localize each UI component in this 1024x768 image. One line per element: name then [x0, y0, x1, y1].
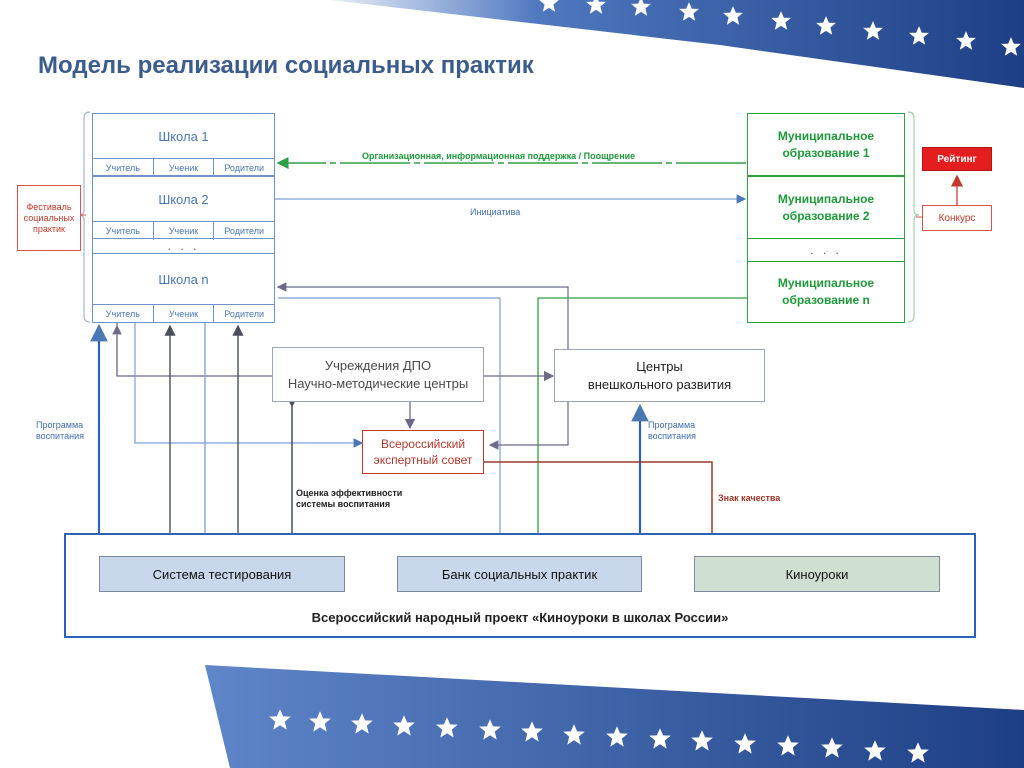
school-n-role-parents: Родители	[214, 304, 275, 323]
evaluation-label: Оценка эффективности системы воспитания	[296, 488, 403, 509]
right-bracket	[907, 111, 920, 323]
dpo-line2: Научно-методические центры	[287, 375, 469, 391]
school-n-box[interactable]: Школа n Учитель Ученик Родители	[92, 253, 275, 323]
municipalities-ellipsis: . . .	[747, 239, 905, 261]
rating-box: Рейтинг	[922, 147, 992, 171]
centers-box[interactable]: Центры внешкольного развития	[554, 349, 765, 402]
contest-box: Конкурс	[922, 205, 992, 231]
school-2-name: Школа 2	[158, 191, 209, 207]
program-right-label: Программа воспитания	[648, 420, 696, 441]
centers-line2: внешкольного развития	[587, 376, 732, 392]
quality-label: Знак качества	[718, 493, 781, 503]
muni-to-bank-arrow	[532, 297, 747, 557]
initiative-label: Инициатива	[470, 207, 521, 217]
school-1-box[interactable]: Школа 1 Учитель Ученик Родители	[92, 113, 275, 177]
kinouroki-box[interactable]: Киноуроки	[694, 556, 940, 592]
municipality-2-box[interactable]: Муниципальное образование 2	[747, 176, 905, 239]
bank-to-school-arrow	[278, 297, 501, 553]
project-title: Всероссийский народный проект «Киноуроки…	[311, 609, 729, 625]
school-1-role-parents: Родители	[214, 158, 275, 177]
festival-label: Фестиваль социальных практик	[23, 201, 75, 234]
school-2-role-parents: Родители	[214, 221, 275, 240]
municipality-n-box[interactable]: Муниципальное образование n	[747, 261, 905, 323]
centers-to-school-arrow	[276, 282, 569, 350]
school-n-role-student: Ученик	[153, 304, 215, 323]
centers-line1: Центры	[636, 358, 683, 374]
quality-arrow	[484, 461, 718, 555]
school-1-role-teacher: Учитель	[93, 158, 154, 177]
dpo-box[interactable]: Учреждения ДПО Научно-методические центр…	[272, 347, 484, 402]
dpo-line1: Учреждения ДПО	[324, 357, 432, 373]
council-line2: экспертный совет	[373, 453, 473, 467]
teacher-to-dpo-line	[116, 322, 272, 377]
school-n-name: Школа n	[158, 271, 209, 287]
school-2-role-teacher: Учитель	[93, 221, 154, 240]
centers-to-council-arrow	[488, 402, 569, 450]
program-left-label: Программа воспитания	[36, 420, 84, 441]
council-line1: Всероссийский	[380, 437, 466, 451]
school-1-name: Школа 1	[158, 128, 209, 144]
school-n-role-teacher: Учитель	[93, 304, 154, 323]
bottom-banner	[205, 665, 1024, 768]
school-2-role-student: Ученик	[153, 221, 215, 240]
testing-system-box[interactable]: Система тестирования	[99, 556, 345, 592]
schools-ellipsis: . . .	[92, 239, 275, 253]
top-banner	[330, 0, 1024, 88]
municipality-1-box[interactable]: Муниципальное образование 1	[747, 113, 905, 176]
social-practices-bank-box[interactable]: Банк социальных практик	[397, 556, 642, 592]
support-label: Организационная, информационная поддержк…	[362, 151, 636, 161]
council-box[interactable]: Всероссийский экспертный совет	[362, 430, 484, 474]
school-2-box[interactable]: Школа 2 Учитель Ученик Родители	[92, 176, 275, 240]
school-1-role-student: Ученик	[153, 158, 215, 177]
festival-box: Фестиваль социальных практик	[17, 185, 81, 251]
page-title: Модель реализации социальных практик	[38, 52, 534, 79]
